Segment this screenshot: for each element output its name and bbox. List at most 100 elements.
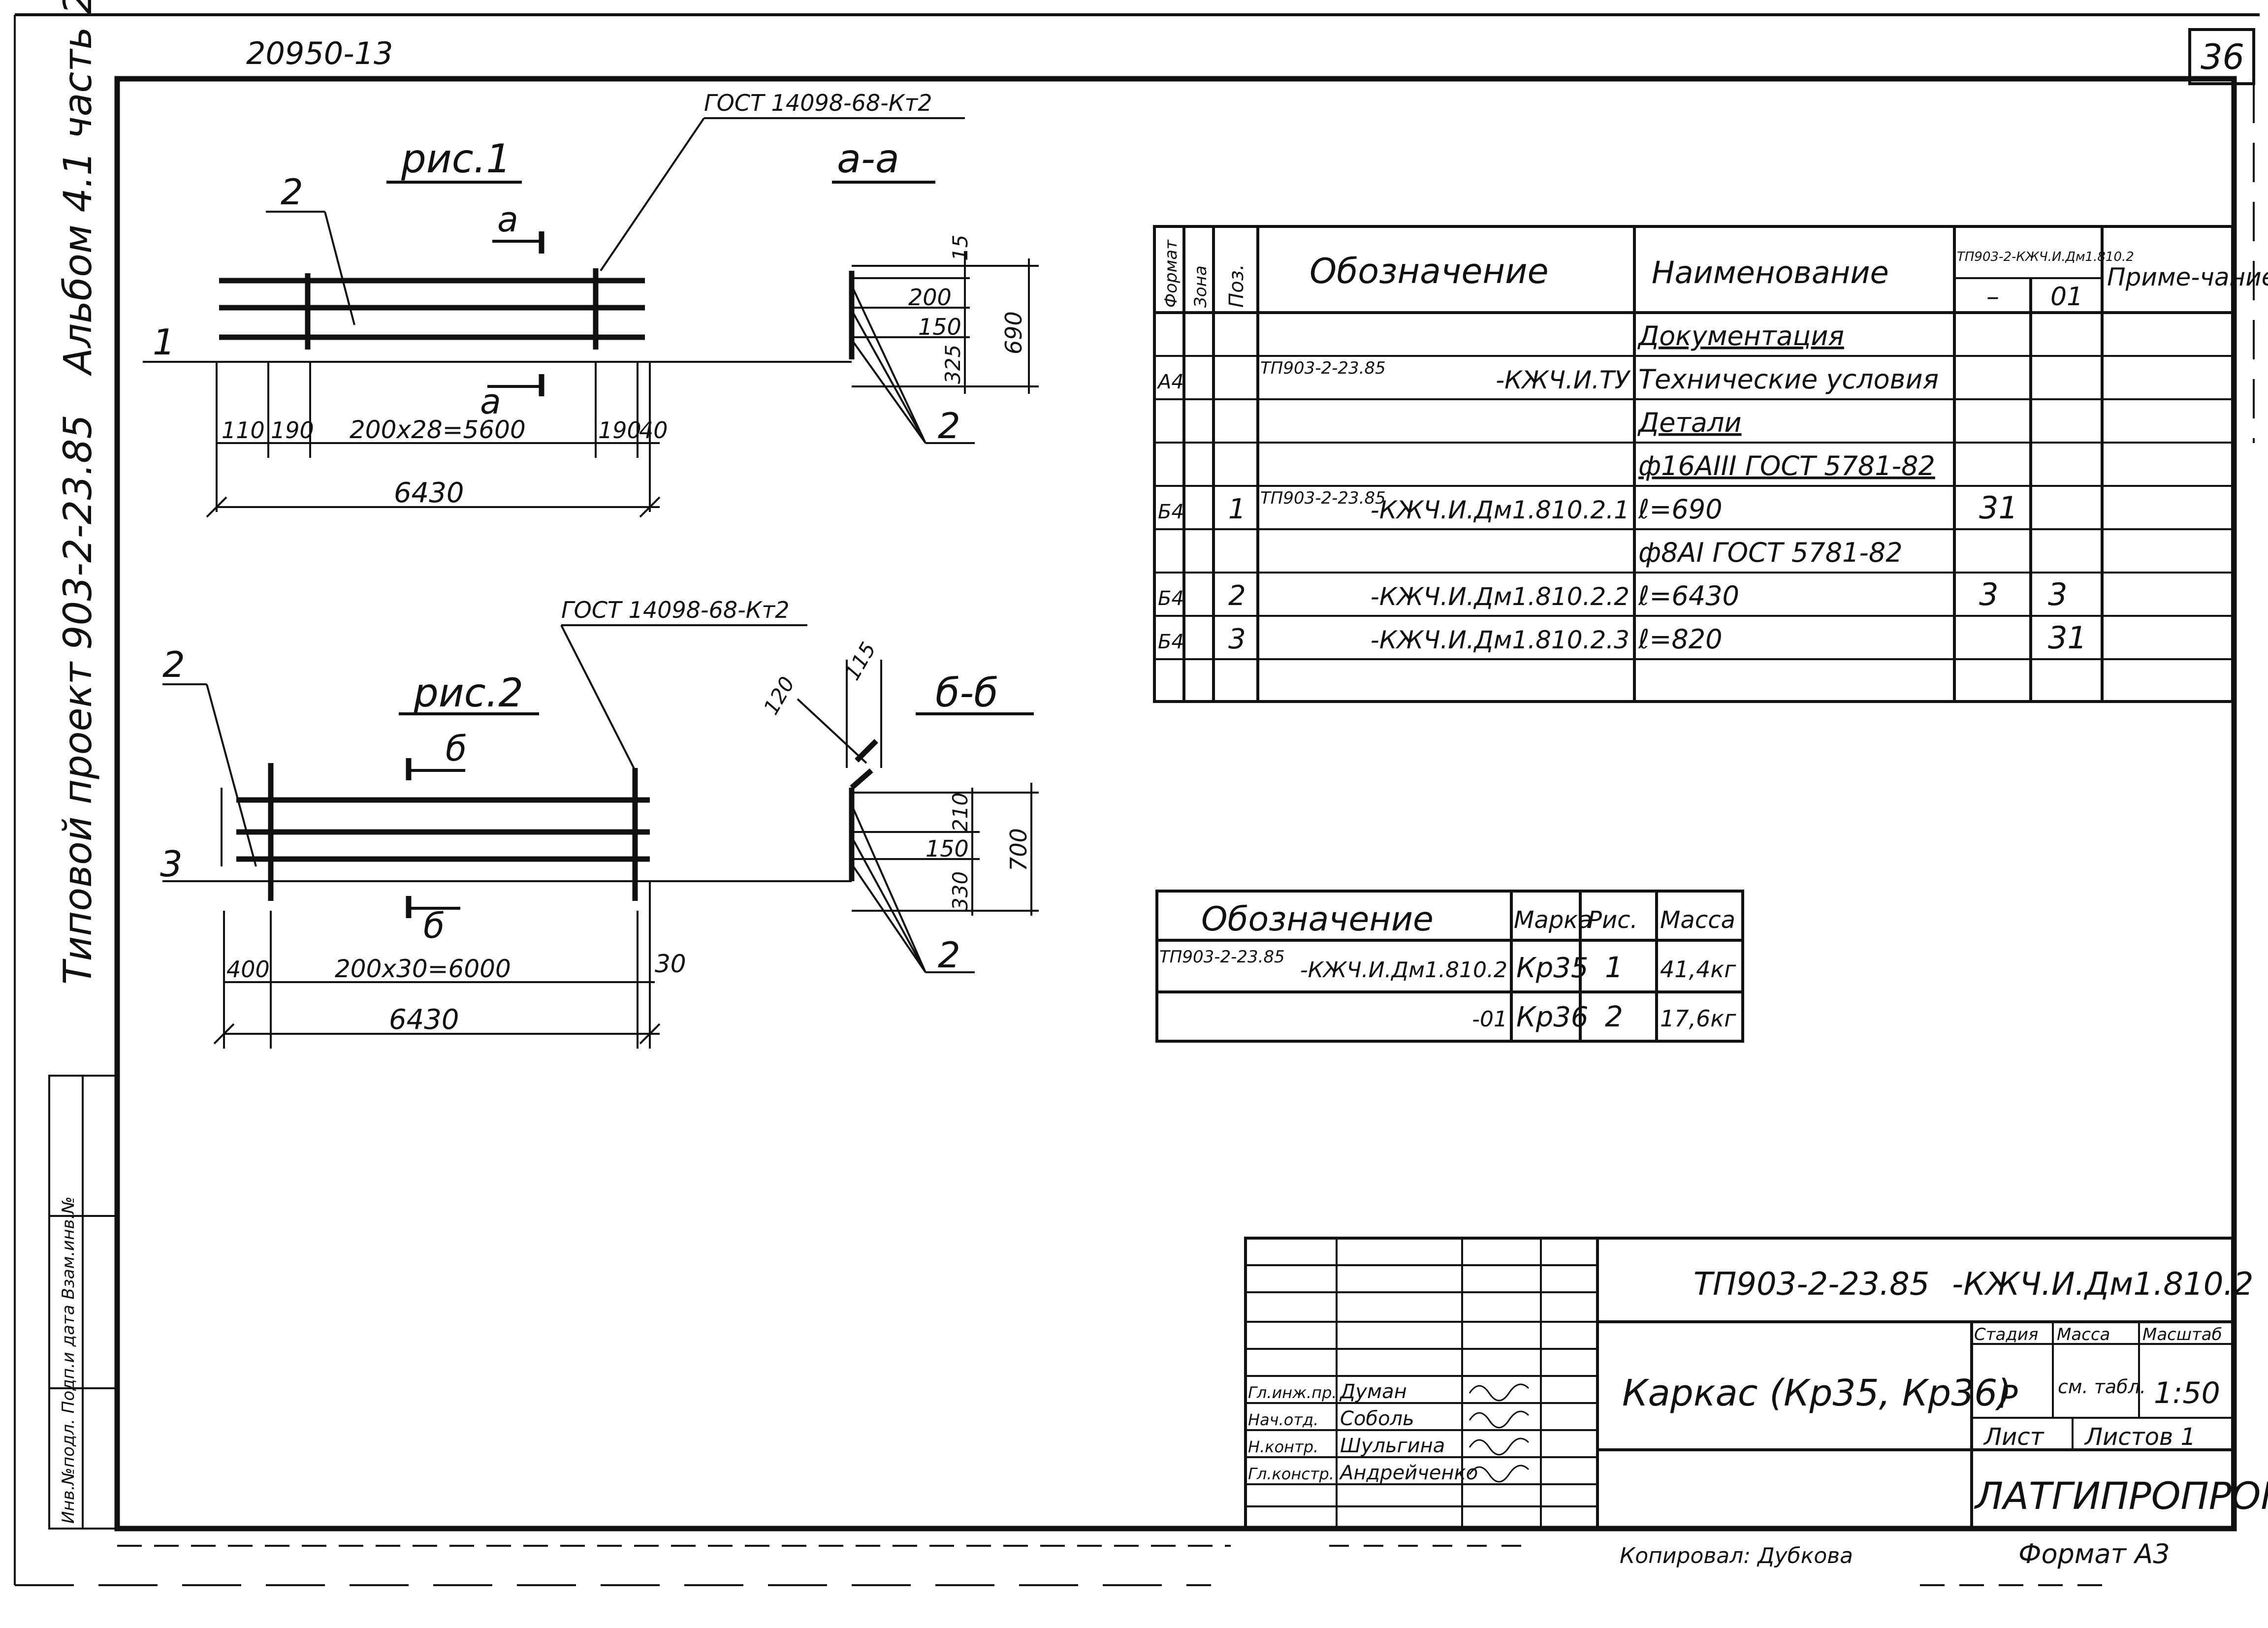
fig2-title: рис.2 [413, 670, 523, 716]
side-stamp [48, 1075, 118, 1530]
fig1-dim-190a: 190 [271, 417, 314, 444]
spec-cell-designation-prefix: ТП903-2-23.85 [1260, 358, 1386, 378]
title-stage-label: Стадия [1974, 1325, 2038, 1344]
fig2-sec-dim-700: 700 [1005, 828, 1032, 871]
fig2-dim-30: 30 [655, 950, 686, 978]
copied-by: Копировал: Дубкова [1620, 1543, 1853, 1568]
spec-header-qty-group: ТП903-2-КЖЧ.И.Дм1.810.2 [1957, 250, 2134, 264]
sheet-number: 36 [2201, 37, 2244, 77]
side-title-project: Типовой проект [56, 661, 100, 985]
spec-cell-name: ℓ=690 [1638, 494, 1723, 525]
paper-format: Формат А3 [2018, 1538, 2170, 1569]
spec-table-grid [1153, 225, 2234, 703]
spec-cell-name: Документация [1637, 320, 1844, 351]
signature-scribble [1469, 1383, 1530, 1402]
fig2-sec-pos-2: 2 [938, 934, 960, 976]
marks-header-mass: Масса [1660, 906, 1735, 934]
spec-cell-name: Детали [1637, 407, 1742, 438]
spec-header-format: Формат [1161, 239, 1181, 308]
marks-cell-fig: 1 [1605, 951, 1623, 984]
fig1-pos-2: 2 [281, 171, 303, 213]
spec-cell-format: Б4 [1158, 631, 1184, 653]
spec-row-lines [1154, 355, 2233, 660]
fig1-dim-110: 110 [222, 417, 265, 444]
fig1-sec-dim-15: 15 [948, 235, 972, 261]
title-block-grid [1244, 1237, 2234, 1530]
spec-cell-qty-b: 31 [2048, 620, 2087, 656]
marks-cell-mass: 41,4кг [1660, 956, 1736, 983]
signature-scribble [1469, 1437, 1530, 1456]
spec-header-name: Наименование [1652, 255, 1889, 290]
fig2-pos-3: 3 [160, 843, 183, 885]
spec-cell-name: ф16АIII ГОСТ 5781-82 [1638, 450, 1935, 481]
spec-cell-name: Технические условия [1638, 364, 1939, 395]
signatory-role: Гл.инж.пр. [1248, 1383, 1337, 1402]
spec-cell-name: ф8АI ГОСТ 5781-82 [1638, 537, 1903, 568]
fig2-sec-dim-150: 150 [926, 835, 969, 862]
marks-cell-fig: 2 [1605, 1000, 1623, 1033]
fig2-section-title: б-б [935, 670, 998, 716]
fig1-dim-main: 200x28=5600 [350, 415, 526, 444]
signatory-name: Соболь [1340, 1407, 1414, 1430]
signatory-role: Гл.констр. [1248, 1465, 1334, 1483]
fig2-gost: ГОСТ 14098-68-Кт2 [561, 597, 789, 623]
spec-header-qty-b: 01 [2050, 282, 2083, 312]
spec-cell-pos: 3 [1228, 623, 1246, 655]
title-object-name: Каркас (Кр35, Кр36) [1622, 1372, 2012, 1414]
side-title-album: Альбом 4.1 часть 2 [56, 0, 100, 377]
side-title-code: 903-2-23.85 [56, 415, 100, 650]
spec-header-zone: Зона [1191, 265, 1211, 308]
spec-cell-name: ℓ=820 [1638, 624, 1723, 655]
fig1-gost: ГОСТ 14098-68-Кт2 [704, 90, 932, 116]
signatory-name: Думан [1339, 1380, 1407, 1403]
signatory-name: Андрейченко [1339, 1462, 1478, 1484]
fig2-dim-main: 200x30=6000 [335, 955, 511, 983]
marks-header-fig: Рис. [1588, 906, 1638, 934]
title-mass-label: Масса [2057, 1325, 2110, 1344]
spec-cell-pos: 2 [1228, 580, 1246, 612]
title-sheet-label: Лист [1983, 1423, 2045, 1451]
marks-cell-mark: Кр35 [1516, 952, 1589, 984]
fig2-sec-dim-330: 330 [948, 871, 972, 911]
title-people: Гл.инж.пр.ДуманНач.отд.СобольН.контр.Шул… [1248, 1380, 1530, 1484]
title-scale-label: Масштаб [2142, 1325, 2222, 1344]
spec-header-qty-a: – [1986, 282, 1999, 312]
top-number: 20950-13 [246, 35, 393, 71]
marks-table-grid [1155, 890, 1744, 1043]
fig2-pos-2: 2 [162, 644, 185, 685]
spec-cell-qty-b: 3 [2048, 576, 2067, 612]
side-stamp-labels: Инв.№подл. Подп.и дата Взам.инв.№ [59, 1196, 78, 1524]
spec-cell-name: ℓ=6430 [1638, 580, 1739, 611]
spec-header-note: Приме-чание [2107, 263, 2268, 291]
marks-cell-designation: -01 [1472, 1007, 1507, 1032]
spec-cell-designation: -КЖЧ.И.ТУ [1496, 366, 1631, 394]
fig1-section-title: а-а [837, 136, 899, 182]
fig1-cut-mark-bottom: а [480, 382, 501, 422]
fig2-cut-mark-top: б [446, 729, 467, 769]
marks-cell-designation: -КЖЧ.И.Дм1.810.2 [1300, 958, 1507, 983]
fig2-dim-total: 6430 [389, 1004, 459, 1036]
title-mass: см. табл. [2058, 1376, 2146, 1398]
fig1-cut-mark-top: а [497, 199, 518, 240]
fig1-dim-total: 6430 [394, 477, 464, 509]
marks-cell-mark: Кр36 [1516, 1001, 1589, 1033]
fig1-sec-dim-690: 690 [1000, 311, 1027, 354]
marks-header-designation: Обозначение [1201, 900, 1434, 939]
title-sheets-label: Листов 1 [2084, 1423, 2196, 1451]
spec-header-designation: Обозначение [1310, 251, 1549, 291]
fig2-cut-mark-bottom: б [423, 906, 445, 946]
signature-scribble [1469, 1465, 1530, 1483]
spec-cell-qty-a: 3 [1979, 576, 1998, 612]
spec-cell-qty-a: 31 [1979, 490, 2018, 526]
title-doc-left: ТП903-2-23.85 [1693, 1266, 1930, 1303]
spec-header-pos: Поз. [1225, 264, 1248, 308]
fig1-sec-dim-200: 200 [908, 284, 952, 311]
spec-cell-format: Б4 [1158, 501, 1184, 523]
marks-header-mark: Марка [1514, 906, 1593, 934]
signature-scribble [1469, 1410, 1530, 1429]
figure-1 [143, 117, 1039, 518]
marks-cell-mass: 17,6кг [1660, 1005, 1736, 1032]
